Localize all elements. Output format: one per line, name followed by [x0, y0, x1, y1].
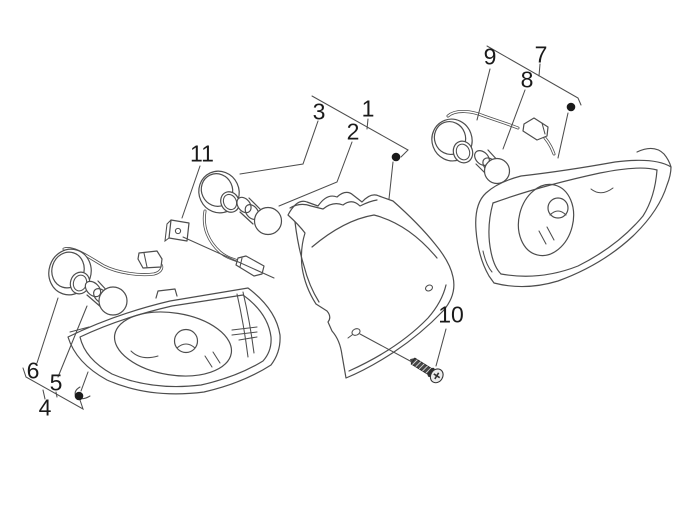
assembly-dot-1: [391, 152, 401, 162]
callout-label-10: 10: [438, 301, 464, 328]
mounting-screw: [410, 357, 444, 384]
callout-label-2: 2: [346, 118, 360, 145]
callout-label-8: 8: [520, 66, 534, 93]
right-bulb-holder-wire: [446, 110, 556, 156]
callout-label-4: 4: [38, 394, 52, 421]
callout-label-5: 5: [49, 369, 63, 396]
callout-label-7: 7: [534, 41, 548, 68]
left-connector: [137, 250, 163, 269]
callout-label-9: 9: [483, 43, 497, 70]
callout-label-6: 6: [26, 357, 40, 384]
center-bulb-holder: [198, 170, 240, 214]
callout-label-11: 11: [190, 140, 214, 167]
tail-cover-panel: [287, 191, 455, 379]
center-bulb: [236, 196, 283, 236]
right-bulb-holder: [431, 118, 474, 164]
left-bulb: [84, 280, 128, 316]
screw-hole-lower: [347, 328, 361, 339]
right-bulb: [474, 149, 511, 185]
left-lens-assembly: [67, 287, 281, 400]
callout-label-3: 3: [312, 98, 326, 125]
assembly-dot-4: [74, 391, 84, 401]
callout-label-1: 1: [361, 95, 375, 122]
right-lens-assembly: [475, 147, 672, 288]
callout-leader-lines: [22, 45, 582, 411]
center-connector: [235, 255, 265, 277]
screw-hole-upper: [425, 284, 433, 292]
clip-nut: [164, 219, 190, 243]
assembly-dot-7: [566, 102, 576, 112]
right-connector: [522, 117, 549, 141]
